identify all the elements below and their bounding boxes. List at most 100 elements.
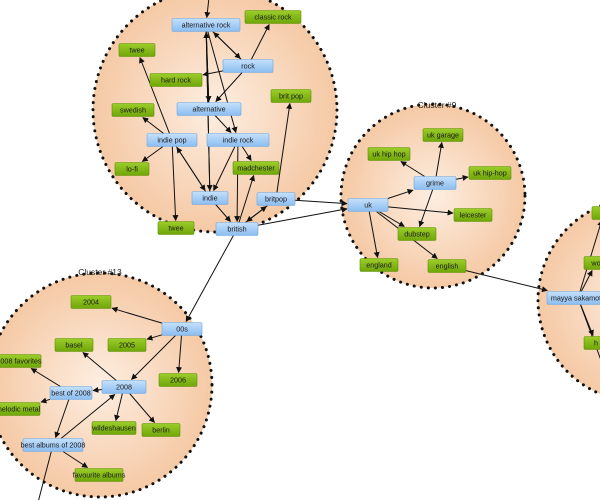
node-uk-garage[interactable]: uk garage [422, 128, 464, 142]
node-british[interactable]: british [215, 222, 259, 236]
node-box-england [359, 258, 399, 272]
edge-n2008-to-wildeshausen [114, 393, 123, 422]
node-box-n2008 [101, 380, 147, 394]
node-fav2008[interactable]: 2008 favorites [0, 354, 42, 368]
node-label-classic-rock: classic rock [254, 12, 292, 21]
node-n00s[interactable]: 00s [161, 322, 203, 336]
edge-rock-to-hard_rock [202, 70, 224, 77]
edge-alternative-to-indie_rock [214, 115, 232, 133]
node-label-mayya: mayya sakamoto [551, 293, 600, 302]
node-label-lo-fi: lo-fi [126, 164, 138, 173]
node-swedish[interactable]: swedish [111, 103, 155, 117]
node-label-favourite-albums: favourite albums [73, 470, 126, 479]
node-alternative[interactable]: alternative [176, 102, 242, 116]
node-box-uk-garage [422, 128, 464, 142]
node-leicester[interactable]: leicester [453, 208, 493, 222]
node-label-n2006: 2006 [170, 375, 186, 384]
node-label-swedish: swedish [120, 105, 146, 114]
node-twee-top[interactable]: twee [118, 43, 156, 57]
edge-britpop-to-uk [294, 199, 348, 207]
node-best-albums-2008[interactable]: best albums of 2008 [21, 438, 86, 452]
edge-grime-to-dubstep [418, 189, 434, 228]
node-n2008[interactable]: 2008 [101, 380, 147, 394]
node-mayya[interactable]: mayya sakamoto [546, 291, 600, 305]
node-best-of-2008[interactable]: best of 2008 [49, 386, 93, 400]
node-label-english: english [436, 261, 459, 270]
node-england[interactable]: england [359, 258, 399, 272]
node-brit-pop[interactable]: brit pop [270, 89, 312, 103]
edge-best_albums_2008-to-n2008 [60, 394, 116, 439]
node-uk[interactable]: uk [347, 198, 389, 212]
node-box-indie [191, 191, 229, 205]
node-n2006[interactable]: 2006 [158, 373, 198, 387]
node-label-edge-green-2: wo [590, 258, 600, 267]
edge-rock-to-alternative [215, 72, 243, 102]
node-indie[interactable]: indie [191, 191, 229, 205]
node-lo-fi[interactable]: lo-fi [114, 162, 150, 176]
node-dubstep[interactable]: dubstep [397, 227, 437, 241]
node-edge-green-2[interactable]: wo [583, 256, 600, 270]
node-box-favourite-albums [74, 468, 124, 482]
node-grime[interactable]: grime [413, 176, 457, 190]
edge-rock-to-classic_rock [250, 23, 270, 60]
node-uk-hip-hop-2[interactable]: uk hip-hop [468, 166, 512, 180]
edge-grime-to-uk_garage [435, 141, 444, 177]
node-label-rock: rock [241, 61, 255, 70]
edge-best_albums_2008-to-offscreen_bottom [38, 451, 52, 500]
node-alternative-rock[interactable]: alternative rock [171, 18, 241, 32]
node-box-lo-fi [114, 162, 150, 176]
node-wildeshausen[interactable]: wildeshausen [91, 421, 137, 435]
node-britpop[interactable]: britpop [256, 192, 296, 206]
node-madchester[interactable]: madchester [232, 161, 280, 175]
node-edge-green-3[interactable]: h [583, 336, 600, 350]
node-uk-hip-hop-1[interactable]: uk hip hop [367, 147, 411, 161]
node-hard-rock[interactable]: hard rock [149, 73, 203, 87]
edge-british-to-uk [257, 206, 348, 226]
node-label-indie-pop: indie pop [157, 135, 186, 144]
edge-britpop-to-brit_pop [276, 102, 293, 193]
node-berlin[interactable]: berlin [141, 423, 181, 437]
node-box-n2005 [107, 338, 147, 352]
node-box-rock [222, 59, 274, 73]
node-melodic-metal[interactable]: melodic metal [0, 402, 41, 416]
node-rock[interactable]: rock [222, 59, 274, 73]
node-n2004[interactable]: 2004 [70, 295, 112, 309]
edge-indie_pop-to-swedish [142, 117, 164, 134]
edge-indie-to-british [215, 204, 231, 222]
edge-mayya-to-edge_green_1 [579, 219, 600, 292]
node-favourite-albums[interactable]: favourite albums [73, 468, 126, 482]
node-label-best-albums-2008: best albums of 2008 [21, 440, 86, 449]
node-box-berlin [141, 423, 181, 437]
node-label-uk: uk [364, 200, 372, 209]
node-label-twee-top: twee [129, 45, 144, 54]
node-indie-rock[interactable]: indie rock [206, 133, 270, 147]
node-edge-green-1[interactable] [591, 206, 600, 220]
edge-uk-to-england [368, 211, 380, 259]
node-box-twee-bottom [157, 221, 195, 235]
node-label-n2004: 2004 [83, 297, 99, 306]
node-label-uk-hip-hop-1: uk hip hop [372, 149, 405, 158]
edge-british-to-britpop [245, 206, 267, 223]
edge-mayya-to-edge_green_2 [580, 269, 593, 292]
node-box-swedish [111, 103, 155, 117]
node-basel[interactable]: basel [54, 338, 94, 352]
edge-best_of_2008-to-best_albums_2008 [54, 399, 70, 439]
edge-n00s-to-n2006 [176, 335, 183, 374]
node-label-dubstep: dubstep [404, 229, 430, 238]
node-label-indie-rock: indie rock [223, 135, 254, 144]
node-english[interactable]: english [427, 259, 467, 273]
node-indie-pop[interactable]: indie pop [146, 133, 198, 147]
node-box-mayya [546, 291, 600, 305]
node-n2005[interactable]: 2005 [107, 338, 147, 352]
edge-best_albums_2008-to-favourite_albums [62, 451, 89, 468]
node-label-berlin: berlin [152, 425, 170, 434]
node-twee-bottom[interactable]: twee [157, 221, 195, 235]
node-label-n2005: 2005 [119, 340, 135, 349]
edge-n2008-to-basel [82, 352, 117, 381]
node-classic-rock[interactable]: classic rock [244, 10, 302, 24]
node-box-english [427, 259, 467, 273]
node-label-fav2008: 2008 favorites [0, 356, 42, 365]
node-box-edge-green-3 [583, 336, 600, 350]
cluster-9-title: Cluster #9 [418, 100, 457, 110]
